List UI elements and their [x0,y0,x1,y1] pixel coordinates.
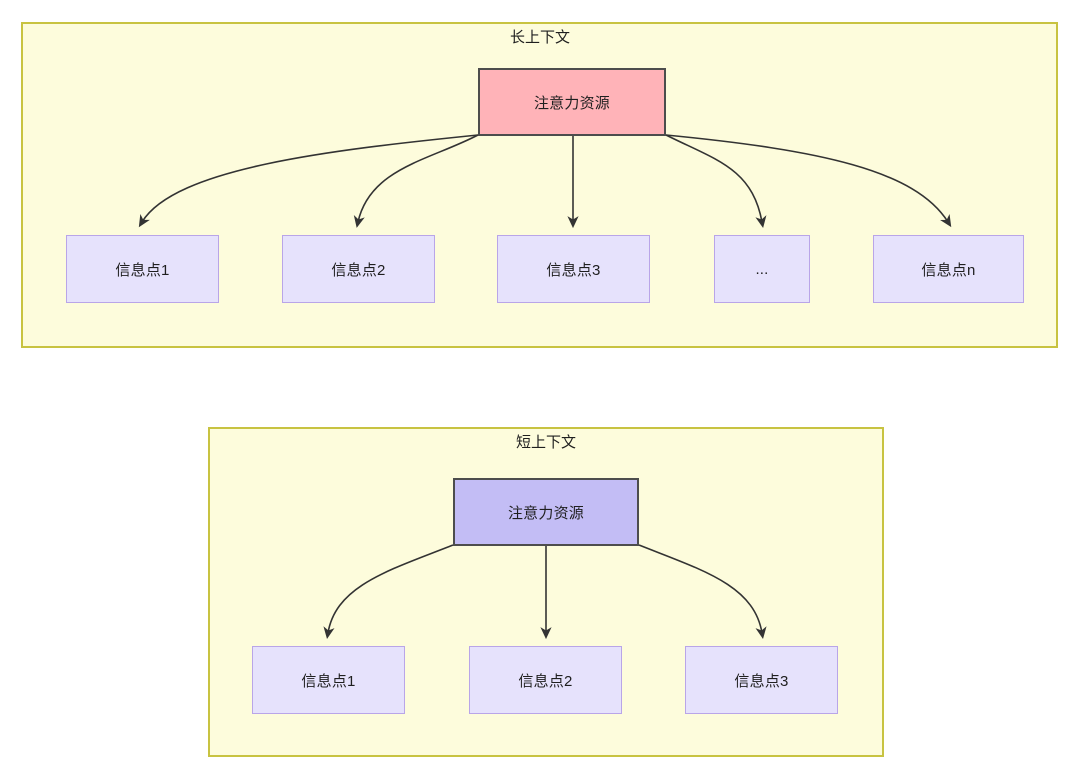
long-context-root-node[interactable]: 注意力资源 [478,68,666,136]
long-context-leaf-node-n[interactable]: 信息点n [873,235,1024,303]
short-context-root-node[interactable]: 注意力资源 [453,478,639,546]
long-context-leaf-node-3[interactable]: 信息点3 [497,235,650,303]
short-context-title: 短上下文 [515,434,576,451]
long-context-title: 长上下文 [509,29,570,46]
short-context-leaf-node-3[interactable]: 信息点3 [685,646,838,714]
short-context-leaf-node-2[interactable]: 信息点2 [469,646,622,714]
long-context-leaf-node-1[interactable]: 信息点1 [66,235,219,303]
short-context-leaf-node-1[interactable]: 信息点1 [252,646,405,714]
long-context-leaf-node-2[interactable]: 信息点2 [282,235,435,303]
long-context-leaf-node-ellipsis[interactable]: ... [714,235,810,303]
